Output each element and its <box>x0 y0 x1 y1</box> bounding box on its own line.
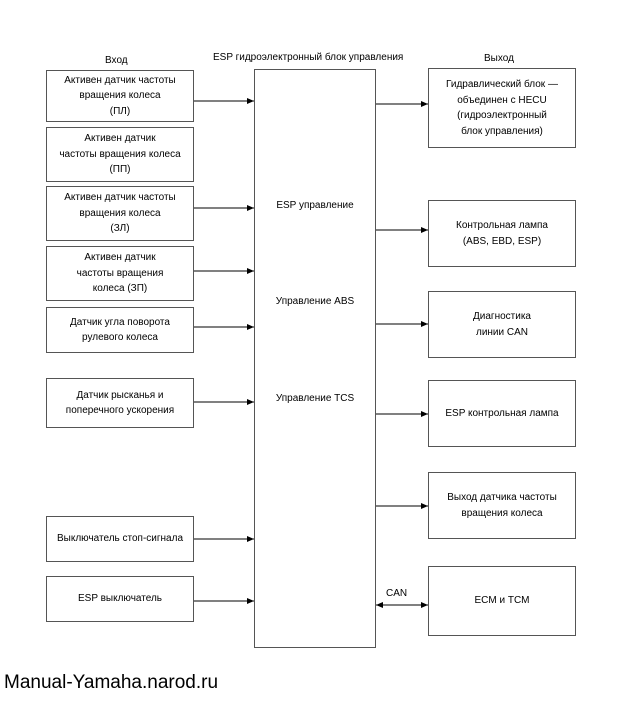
input-label: Активен датчик частоты вращения колеса (… <box>76 252 164 295</box>
input-box-brake-switch: Выключатель стоп-сигнала <box>46 516 194 562</box>
output-label: Контрольная лампа (ABS, EBD, ESP) <box>456 220 548 247</box>
output-label: Гидравлический блок — объединен с HECU (… <box>446 79 558 137</box>
input-box-yaw-lateral: Датчик рысканья и поперечного ускорения <box>46 378 194 428</box>
center-label-abs: Управление ABS <box>275 296 355 307</box>
output-label: ECM и TCM <box>474 595 530 607</box>
output-box-esp-lamp: ESP контрольная лампа <box>428 380 576 447</box>
center-label-esp: ESP управление <box>276 200 354 211</box>
input-header: Вход <box>105 55 128 66</box>
center-header: ESP гидроэлектронный блок управления <box>213 52 404 63</box>
output-label: Диагностика линии CAN <box>473 311 531 338</box>
input-label: Активен датчик частоты вращения колеса (… <box>64 192 176 235</box>
output-box-can-diagnostics: Диагностика линии CAN <box>428 291 576 358</box>
input-box-wheel-speed-fr: Активен датчик частоты вращения колеса (… <box>46 127 194 182</box>
can-label: CAN <box>386 588 408 599</box>
input-label: ESP выключатель <box>77 593 162 605</box>
output-box-ecm-tcm: ECM и TCM <box>428 566 576 636</box>
output-label: Выход датчика частоты вращения колеса <box>447 492 557 519</box>
input-box-wheel-speed-rr: Активен датчик частоты вращения колеса (… <box>46 246 194 301</box>
center-label-tcs: Управление TCS <box>275 393 355 404</box>
input-box-esp-switch: ESP выключатель <box>46 576 194 622</box>
output-label: ESP контрольная лампа <box>445 407 559 419</box>
output-header: Выход <box>484 53 514 64</box>
input-label: Датчик рысканья и поперечного ускорения <box>65 389 175 417</box>
input-box-wheel-speed-rl: Активен датчик частоты вращения колеса (… <box>46 186 194 241</box>
input-box-wheel-speed-fl: Активен датчик частоты вращения колеса (… <box>46 70 194 122</box>
input-label: Выключатель стоп-сигнала <box>56 533 184 545</box>
input-label: Датчик угла поворота рулевого колеса <box>70 316 170 344</box>
output-box-hydraulic-unit: Гидравлический блок — объединен с HECU (… <box>428 68 576 148</box>
output-box-warning-lamp: Контрольная лампа (ABS, EBD, ESP) <box>428 200 576 267</box>
input-box-steering-angle: Датчик угла поворота рулевого колеса <box>46 307 194 353</box>
input-label: Активен датчик частоты вращения колеса (… <box>59 133 181 176</box>
input-label: Активен датчик частоты вращения колеса (… <box>64 74 176 117</box>
esp-hecu-block <box>254 69 376 648</box>
watermark-text: Manual-Yamaha.narod.ru <box>4 672 219 693</box>
output-box-wheel-speed-out: Выход датчика частоты вращения колеса <box>428 472 576 539</box>
